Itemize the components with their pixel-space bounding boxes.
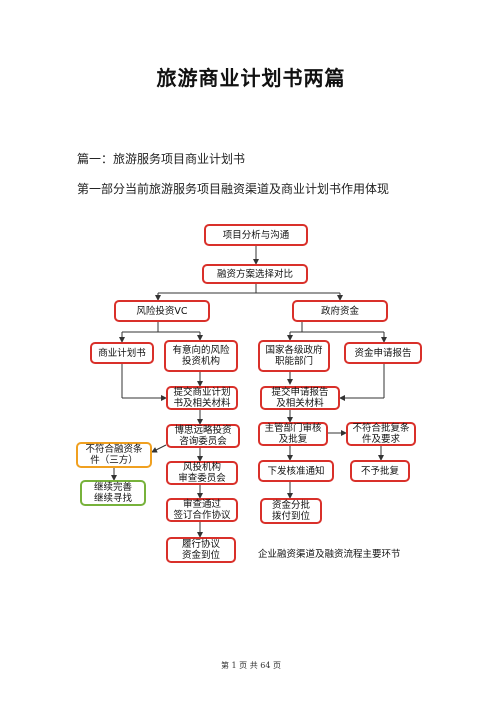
node-rejected: 不予批复 (350, 460, 410, 482)
node-interested-vc: 有意向的风险 投资机构 (164, 340, 238, 372)
node-advisory-committee: 博思远略投资 咨询委员会 (166, 424, 240, 448)
node-department-review: 主管部门审核 及批复 (258, 422, 328, 446)
section-subheading: 第一部分当前旅游服务项目融资渠道及商业计划书作用体现 (77, 182, 390, 196)
node-noncompliant-financing: 不符合融资条 件（三方） (76, 442, 152, 468)
node-government-departments: 国家各级政府 职能部门 (258, 340, 330, 372)
node-financing-comparison: 融资方案选择对比 (202, 264, 308, 284)
node-not-meeting-conditions: 不符合批复条 件及要求 (346, 422, 416, 446)
flowchart-caption: 企业融资渠道及融资流程主要环节 (258, 549, 401, 560)
node-funds-in-place: 履行协议 资金到位 (166, 537, 236, 563)
node-approval-notice: 下发核准通知 (258, 460, 334, 482)
node-government-funds: 政府资金 (292, 300, 388, 322)
node-business-plan: 商业计划书 (90, 342, 154, 364)
node-venture-capital: 风险投资VC (114, 300, 210, 322)
node-submit-plan: 提交商业计划 书及相关材料 (166, 386, 238, 410)
node-funding-application: 资金申请报告 (344, 342, 422, 364)
node-review-passed: 审查通过 签订合作协议 (166, 498, 238, 522)
node-project-analysis: 项目分析与沟通 (204, 224, 308, 246)
node-continue-improve: 继续完善 继续寻找 (80, 480, 146, 506)
node-submit-application: 提交申请报告 及相关材料 (260, 386, 340, 410)
document-title: 旅游商业计划书两篇 (156, 66, 346, 90)
page-footer: 第 1 页 共 64 页 (221, 661, 281, 670)
node-fund-allocation: 资金分批 拨付到位 (260, 498, 322, 524)
node-vc-review-committee: 风投机构 审查委员会 (166, 461, 238, 485)
section-heading: 篇一：旅游服务项目商业计划书 (77, 152, 246, 166)
